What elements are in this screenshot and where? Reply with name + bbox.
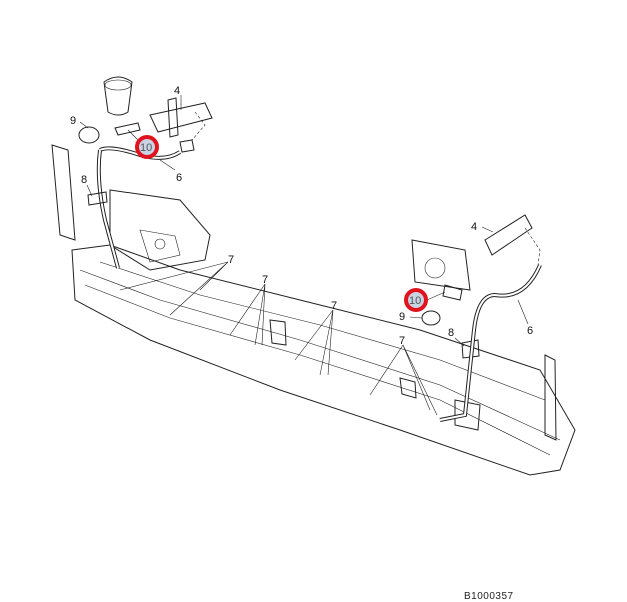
highlight-marker-right-10[interactable]: [404, 288, 428, 312]
callout-left-10: 10: [140, 142, 152, 154]
callout-left-7d: 7: [399, 335, 405, 347]
left-washer-assembly: [78, 76, 213, 269]
diagram-reference-code: B1000357: [464, 591, 514, 602]
callout-right-9: 9: [399, 311, 405, 323]
right-washer-assembly: [411, 214, 542, 422]
callout-left-8: 8: [81, 174, 87, 186]
callout-right-10: 10: [409, 295, 421, 307]
callout-right-4: 4: [471, 221, 477, 233]
bumper-beam: [51, 144, 576, 476]
highlight-marker-left-10[interactable]: [135, 135, 159, 159]
callout-left-7a: 7: [228, 254, 234, 266]
callout-left-7b: 7: [262, 274, 268, 286]
callout-right-6: 6: [527, 325, 533, 337]
callout-left-7c: 7: [331, 300, 337, 312]
callout-right-8: 8: [448, 327, 454, 339]
leader-lines: [79, 95, 529, 416]
callout-left-4: 4: [174, 85, 180, 97]
callout-left-9: 9: [70, 115, 76, 127]
callout-left-6: 6: [176, 172, 182, 184]
